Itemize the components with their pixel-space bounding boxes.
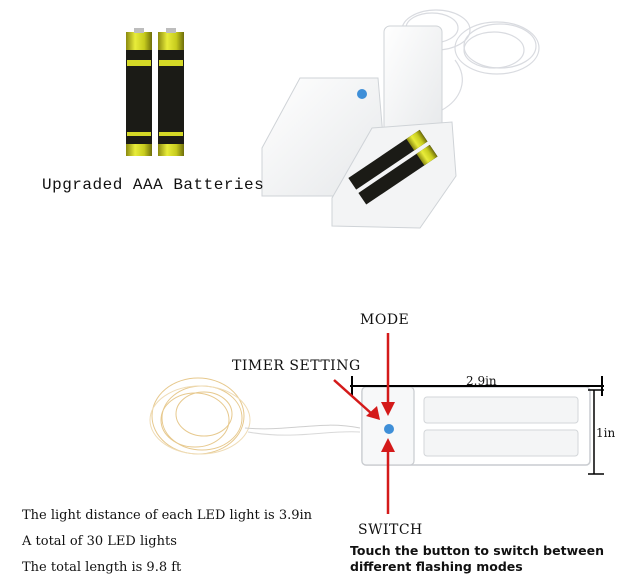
touch-note: Touch the button to switch between diffe… bbox=[350, 543, 630, 575]
touch-note-line-2: different flashing modes bbox=[350, 559, 523, 574]
height-dimension-label: 1in bbox=[596, 426, 616, 440]
mode-button-icon bbox=[384, 424, 394, 434]
spec-light-distance: The light distance of each LED light is … bbox=[22, 508, 313, 523]
callout-arrows bbox=[333, 333, 395, 514]
mode-label: MODE bbox=[360, 312, 410, 328]
battery-right bbox=[158, 28, 184, 156]
aaa-batteries-image bbox=[126, 28, 184, 156]
timer-setting-label: TIMER SETTING bbox=[232, 358, 361, 374]
case-button-icon bbox=[357, 89, 367, 99]
batteries-caption: Upgraded AAA Batteries bbox=[42, 176, 265, 194]
width-dimension-label: 2.9in bbox=[466, 374, 497, 388]
battery-left bbox=[126, 28, 152, 156]
spec-total-length: The total length is 9.8 ft bbox=[22, 560, 182, 575]
battery-box-diagram bbox=[361, 386, 591, 466]
dimension-lines bbox=[350, 376, 604, 475]
spec-led-count: A total of 30 LED lights bbox=[22, 534, 177, 549]
led-string-coil-image bbox=[149, 377, 361, 455]
battery-case-image bbox=[261, 9, 540, 229]
switch-label: SWITCH bbox=[358, 522, 423, 538]
touch-note-line-1: Touch the button to switch between bbox=[350, 543, 604, 558]
